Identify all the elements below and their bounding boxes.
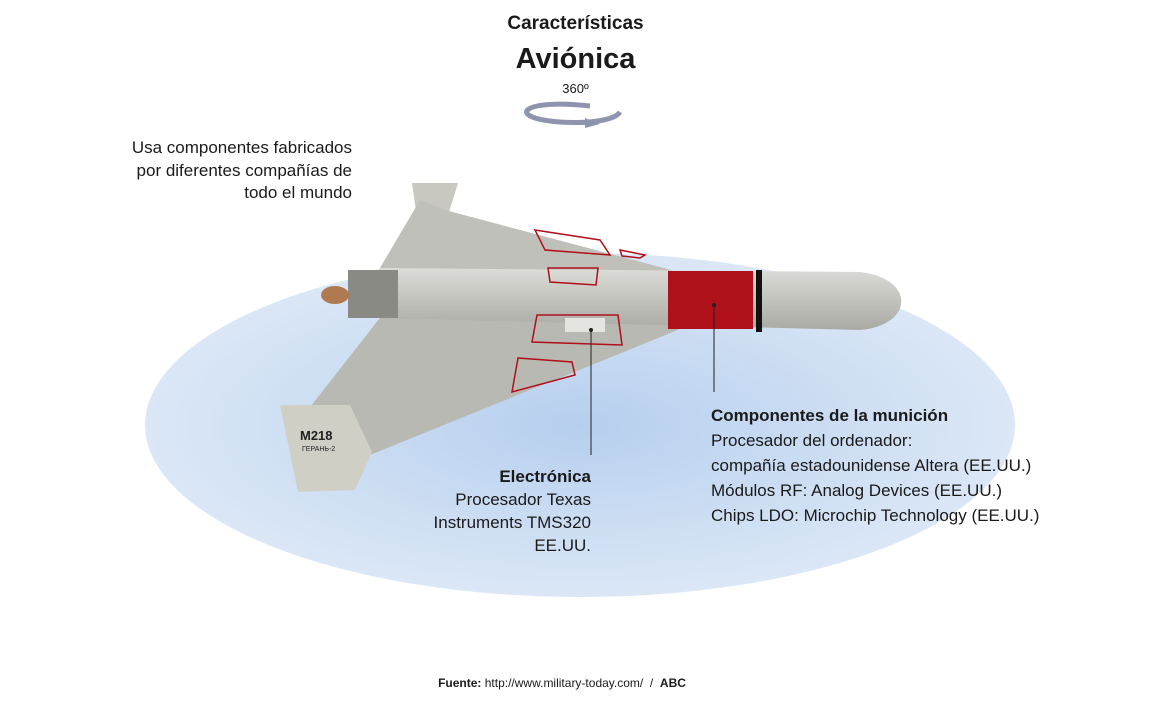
rotation-label: 360º [562,81,589,96]
lower-wing [300,305,690,455]
callout-line: EE.UU. [534,536,591,555]
callout-title: Componentes de la munición [711,406,949,425]
source-footer: Fuente: http://www.military-today.com/ /… [0,676,1124,690]
callout-line: Módulos RF: Analog Devices (EE.UU.) [711,481,1002,500]
callout-line: Procesador del ordenador: [711,431,913,450]
engine [348,270,398,318]
kicker: Características [507,13,644,34]
rotate-360-icon[interactable] [524,101,623,128]
intro-line: Usa componentes fabricados [131,138,352,157]
callout-title: Electrónica [499,467,591,486]
platform-ellipse [145,253,1015,597]
callout-line: compañía estadounidense Altera (EE.UU.) [711,456,1032,475]
munition-callout: Componentes de la munición Procesador de… [711,403,1039,528]
publisher: ABC [659,676,686,690]
intro-line: por diferentes compañías de [136,160,352,180]
electronics-callout: Electrónica Procesador Texas Instruments… [380,465,591,557]
intro-line: todo el mundo [244,183,352,202]
callout-line: Procesador Texas [455,490,591,509]
upper-wing [370,200,690,285]
intro-text: Usa componentes fabricados por diferente… [60,137,352,205]
fuselage [380,268,902,330]
warhead-band [668,271,753,329]
page-title: Aviónica [515,43,636,75]
drone-code: M218 [300,428,333,443]
source-label: Fuente: [438,676,482,690]
drone-name: ГЕРАНЬ-2 [302,446,335,453]
separator: / [649,676,654,690]
source-url: http://www.military-today.com/ [484,676,644,690]
lower-fin [280,405,372,492]
drone: M218 ГЕРАНЬ-2 [280,183,902,492]
callout-line: Chips LDO: Microchip Technology (EE.UU.) [711,506,1040,525]
callout-line: Instruments TMS320 [433,513,591,532]
propeller [321,286,349,304]
